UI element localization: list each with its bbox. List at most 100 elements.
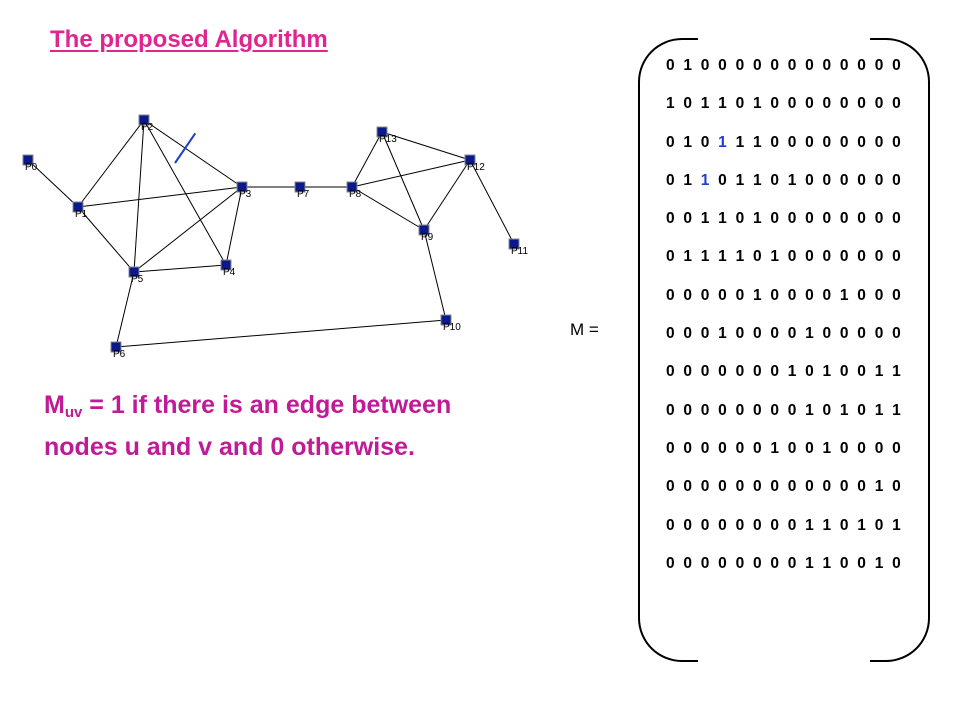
- matrix-cell: 0: [822, 401, 832, 419]
- matrix-cell: 0: [770, 478, 779, 496]
- matrix-cell: 1: [735, 248, 745, 266]
- matrix-cell: 1: [718, 210, 727, 228]
- matrix-cell: 0: [892, 210, 901, 228]
- matrix-cell: 0: [839, 325, 849, 343]
- matrix-cell: 0: [892, 133, 901, 151]
- cut-mark-layer: [174, 132, 197, 164]
- matrix-cell: 1: [752, 210, 762, 228]
- matrix-cell: 0: [892, 325, 901, 343]
- matrix-cell: 0: [874, 95, 884, 113]
- matrix-cell: 1: [805, 325, 814, 343]
- matrix-cell: 0: [787, 210, 797, 228]
- matrix-cell: 1: [874, 401, 884, 419]
- matrix-cell: 0: [770, 133, 779, 151]
- matrix-cell: 0: [839, 516, 849, 534]
- matrix-cell: 1: [718, 325, 727, 343]
- node-marker: [236, 181, 248, 193]
- matrix-cell: 0: [683, 516, 693, 534]
- matrix-cell: 1: [839, 286, 849, 304]
- node-p4: P4: [220, 259, 236, 278]
- node-label: P3: [239, 189, 252, 200]
- matrix-cell: 0: [874, 171, 884, 189]
- matrix-cell: 0: [857, 478, 866, 496]
- node-label: P13: [379, 134, 397, 145]
- matrix-cell: 0: [822, 478, 832, 496]
- matrix-cell: 1: [874, 478, 884, 496]
- node-marker: [72, 201, 84, 213]
- matrix-cell: 0: [857, 248, 866, 266]
- matrix-cell: 0: [718, 478, 727, 496]
- node-label: P8: [349, 189, 362, 200]
- matrix-cell: 0: [874, 248, 884, 266]
- caption-line-2: nodes u and v and 0 otherwise.: [44, 433, 415, 461]
- node-label: P12: [467, 162, 485, 173]
- matrix-cell: 0: [805, 248, 814, 266]
- matrix-cell: 0: [805, 133, 814, 151]
- matrix-cell: 0: [839, 210, 849, 228]
- graph-edges: [27, 119, 515, 348]
- edge-p5-p6: [115, 271, 135, 348]
- node-p10: P10: [440, 314, 461, 333]
- matrix-cell: 0: [822, 57, 832, 74]
- matrix-cell: 0: [700, 57, 710, 74]
- matrix-cell: 1: [822, 554, 832, 572]
- matrix-cell: 0: [892, 248, 901, 266]
- matrix-cell: 1: [822, 516, 832, 534]
- edge-p1-p3: [77, 186, 243, 208]
- matrix-cell: 0: [718, 286, 727, 304]
- node-label: P9: [421, 232, 434, 243]
- matrix-cell: 0: [787, 286, 797, 304]
- matrix-cell: 0: [683, 439, 693, 457]
- matrix-cell: 0: [787, 95, 797, 113]
- node-marker: [418, 224, 430, 236]
- matrix-cell: 0: [718, 554, 727, 572]
- matrix-cell: 1: [822, 439, 832, 457]
- matrix-cell: 0: [735, 95, 745, 113]
- matrix-cell: 1: [735, 171, 745, 189]
- matrix-cell: 0: [805, 478, 814, 496]
- matrix-cell: 0: [839, 363, 849, 381]
- matrix-cell: 0: [857, 57, 866, 74]
- matrix-cell: 0: [822, 95, 832, 113]
- matrix-cell: 1: [770, 248, 779, 266]
- matrix-cell: 0: [752, 248, 762, 266]
- page-title: The proposed Algorithm: [50, 26, 328, 53]
- matrix-cell: 0: [805, 286, 814, 304]
- node-marker: [294, 181, 306, 193]
- matrix-cell: 0: [857, 210, 866, 228]
- matrix-cell: 1: [770, 439, 779, 457]
- matrix-cell: 0: [752, 401, 762, 419]
- matrix-cell: 0: [718, 363, 727, 381]
- caption-line-1-rest: = 1 if there is an edge between: [82, 391, 452, 419]
- matrix-cell: 1: [874, 554, 884, 572]
- matrix-cell: 0: [683, 286, 693, 304]
- matrix-cell: 0: [752, 57, 762, 74]
- matrix-cell: 0: [874, 516, 884, 534]
- matrix-cell: 0: [770, 95, 779, 113]
- node-p5: P5: [128, 266, 144, 285]
- matrix-label: M =: [570, 320, 599, 339]
- matrix-cell: 0: [805, 439, 814, 457]
- node-label: P11: [511, 246, 528, 257]
- matrix-cell: 0: [718, 516, 727, 534]
- matrix-cell: 0: [735, 210, 745, 228]
- matrix-cell: 0: [822, 248, 832, 266]
- matrix-cell: 0: [770, 210, 779, 228]
- matrix-cell: 0: [787, 248, 797, 266]
- edge-p3-p4: [225, 186, 243, 266]
- matrix-cell: 0: [857, 401, 866, 419]
- node-marker: [464, 154, 476, 166]
- matrix-cell: 0: [787, 439, 797, 457]
- matrix-cell: 0: [752, 325, 762, 343]
- matrix-cell: 0: [770, 516, 779, 534]
- matrix-cell: 0: [874, 325, 884, 343]
- matrix-cell: 0: [666, 478, 675, 496]
- matrix-cell: 1: [683, 248, 693, 266]
- edge-p12-p11: [469, 159, 515, 245]
